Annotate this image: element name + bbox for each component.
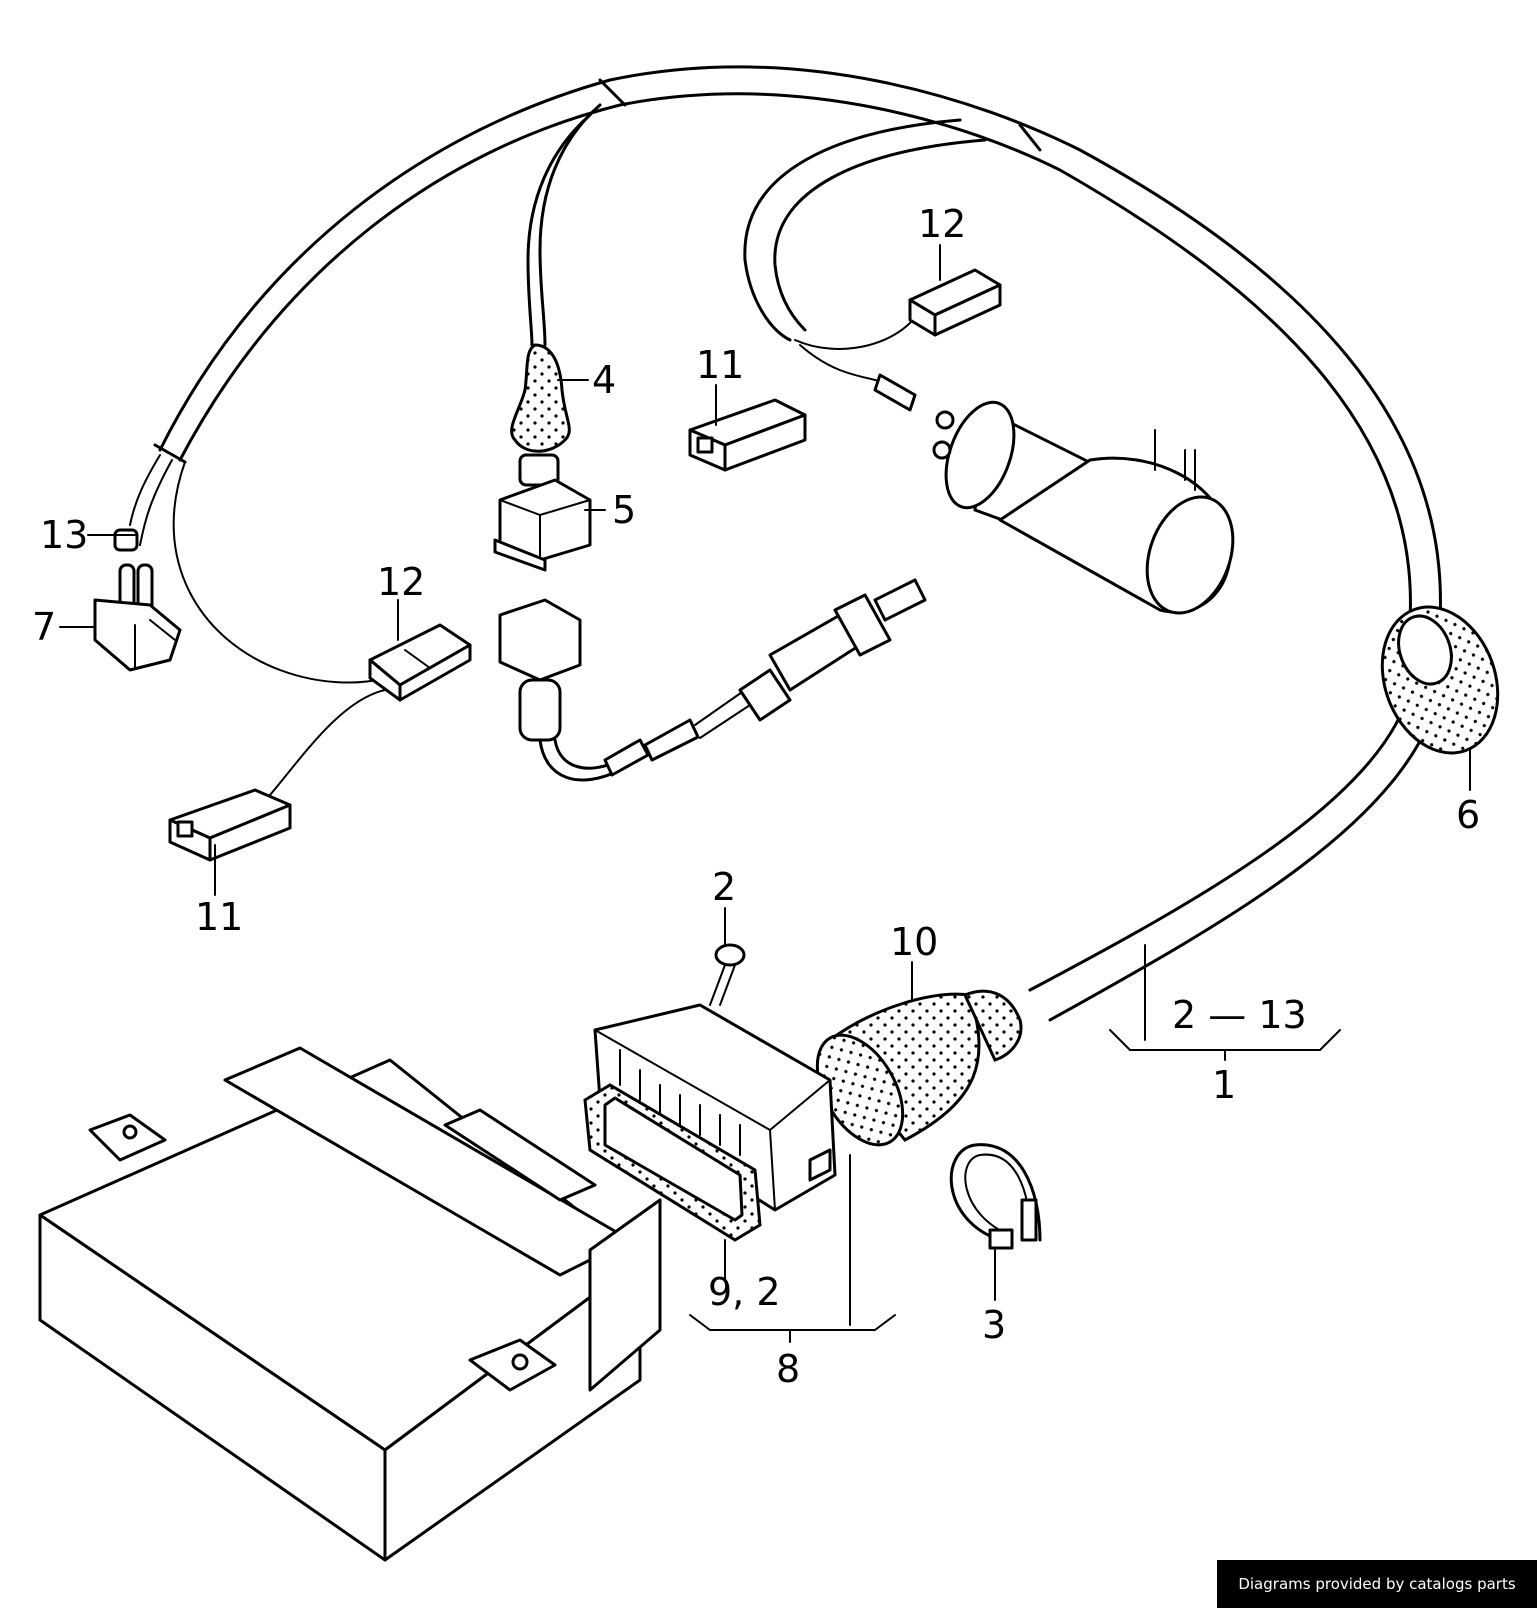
credit-banner: Diagrams provided by catalogs parts bbox=[1217, 1560, 1537, 1608]
callout-2-13: 2 — 13 bbox=[1172, 993, 1307, 1037]
part-5-connector bbox=[493, 478, 592, 572]
part-11-connector-left bbox=[168, 788, 292, 862]
part-3-hose-clamp bbox=[949, 1143, 1042, 1250]
callout-12-left: 12 bbox=[377, 560, 425, 604]
callouts: 13 7 4 5 12 11 11 12 6 2 10 2 — 13 1 3 9… bbox=[32, 202, 1480, 1391]
callout-8: 8 bbox=[776, 1347, 800, 1391]
callout-11-right: 11 bbox=[696, 343, 744, 387]
callout-3: 3 bbox=[982, 1303, 1006, 1347]
callout-2: 2 bbox=[712, 865, 736, 909]
callout-10: 10 bbox=[890, 920, 938, 964]
part-7-connector bbox=[93, 563, 182, 672]
oxygen-sensor bbox=[498, 578, 927, 782]
callout-9-2: 9, 2 bbox=[708, 1270, 781, 1314]
leader-lines bbox=[59, 244, 1471, 1343]
part-2-screw bbox=[709, 943, 746, 1006]
sensor-branch-cable-edge bbox=[526, 113, 592, 347]
part-9-gasket bbox=[583, 1083, 762, 1242]
part-10-boot bbox=[815, 989, 1023, 1147]
ignition-coil bbox=[932, 400, 1235, 615]
callout-5: 5 bbox=[612, 488, 636, 532]
part-6-grommet bbox=[1380, 605, 1500, 755]
callout-11-left: 11 bbox=[195, 895, 243, 939]
part-4-rubber-boot bbox=[510, 343, 571, 487]
control-unit-ecu bbox=[38, 1046, 662, 1562]
part-13-cap bbox=[113, 528, 139, 552]
callout-6: 6 bbox=[1456, 793, 1480, 837]
sensor-branch-cable bbox=[538, 103, 602, 347]
part-12-connector-left bbox=[368, 623, 472, 702]
callout-13: 13 bbox=[40, 513, 88, 557]
callout-12-right: 12 bbox=[918, 202, 966, 246]
left-branch-wires bbox=[129, 454, 386, 796]
callout-1: 1 bbox=[1212, 1063, 1236, 1107]
part-12-connector-right bbox=[908, 268, 1002, 337]
coil-branch-cable bbox=[743, 118, 987, 386]
main-harness-cable bbox=[153, 65, 1442, 1022]
callout-7: 7 bbox=[32, 605, 56, 649]
callout-4: 4 bbox=[592, 358, 616, 402]
part-11-connector-right bbox=[688, 373, 917, 472]
